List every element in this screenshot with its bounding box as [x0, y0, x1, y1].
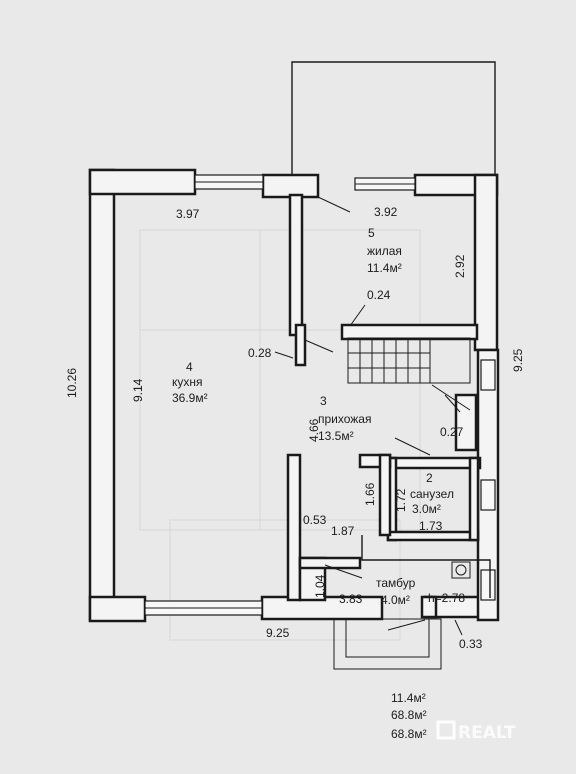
dim-053: 0.53	[303, 513, 327, 527]
bath-area: 3.0м²	[412, 502, 441, 516]
boiler-icon	[451, 561, 471, 579]
watermark-text: REALT	[458, 723, 516, 743]
total-2: 68.8м²	[391, 708, 427, 722]
dim-bath-172: 1.72	[394, 488, 408, 512]
dim-overall-height: 10.26	[65, 368, 79, 398]
corner-block	[420, 595, 438, 619]
dim-028: 0.28	[248, 346, 272, 360]
terrace-outline	[291, 61, 496, 175]
dim-bath-173: 1.73	[419, 519, 443, 533]
total-1: 11.4м²	[391, 691, 426, 705]
kitchen-name: кухня	[172, 375, 203, 389]
interior-walls	[286, 193, 482, 602]
dim-living-height: 2.92	[453, 254, 467, 278]
living-name: жилая	[367, 244, 402, 258]
hall-number: 3	[320, 394, 327, 408]
dim-bottom-overall: 9.25	[266, 626, 290, 640]
hall-name: прихожая	[318, 412, 371, 426]
dim-024: 0.24	[367, 288, 391, 302]
realt-watermark: REALT	[436, 720, 516, 743]
bath-number: 2	[426, 471, 433, 485]
dim-living-width: 3.92	[374, 205, 398, 219]
vestibule-height: h=2.78	[428, 591, 465, 605]
entrance-porch	[333, 618, 442, 670]
vestibule-area: 4.0м²	[381, 593, 410, 607]
living-area: 11.4м²	[367, 261, 402, 275]
door-lines	[304, 196, 431, 631]
vestibule-divider	[361, 535, 491, 598]
total-3: 68.8м²	[391, 727, 427, 741]
dim-kitchen-width: 3.97	[176, 207, 200, 221]
dim-right-overall: 9.25	[511, 348, 525, 372]
dim-187: 1.87	[331, 524, 355, 538]
dim-033: 0.33	[459, 637, 483, 651]
kitchen-number: 4	[186, 360, 193, 374]
stairs	[347, 337, 471, 413]
dim-kitchen-height: 9.14	[131, 378, 145, 402]
dim-vest-104: 1.04	[313, 574, 327, 598]
hall-area: 13.5м²	[318, 429, 354, 443]
dim-hall-height: 4.66	[307, 418, 321, 442]
bath-name: санузел	[410, 487, 454, 501]
dim-027: 0.27	[440, 425, 464, 439]
dim-vest-383: 3.83	[339, 592, 363, 606]
kitchen-area: 36.9м²	[172, 391, 208, 405]
dim-166: 1.66	[363, 482, 377, 506]
windows	[144, 174, 496, 616]
vestibule-name: тамбур	[376, 576, 416, 590]
living-number: 5	[368, 226, 375, 240]
